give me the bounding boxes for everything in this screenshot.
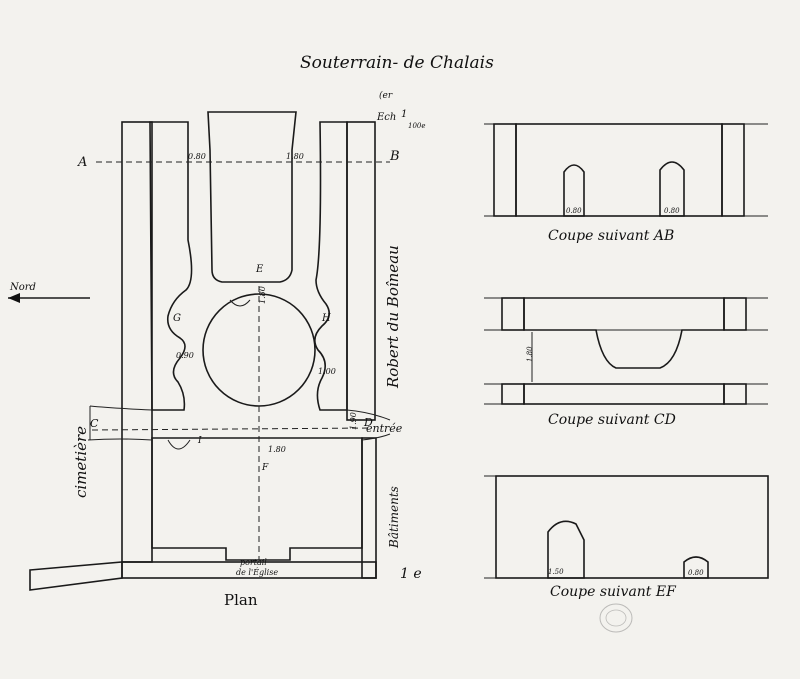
cd-rock-bottom (523, 383, 725, 405)
ef-niche-small (683, 556, 709, 579)
section-ef: 1.50 0.80 Coupe suivant EF (484, 475, 769, 600)
plan-wall-bottom-right (361, 437, 377, 579)
cd-wall-bottom-right (723, 383, 747, 405)
plan-wall-left (121, 121, 153, 563)
pillar-notch (229, 299, 251, 307)
dim-pillar: 1.80 (258, 286, 267, 304)
plan-wall-right (346, 121, 376, 421)
buildings-label: Bâtiments (387, 486, 401, 549)
room-letter-g: G (173, 313, 181, 324)
ef-rock (495, 475, 769, 579)
scale-superscript: (er (379, 90, 393, 101)
room-letter-i: I (197, 436, 202, 446)
ab-niche-right (659, 161, 685, 217)
dim-ef-center: 1.80 (268, 445, 286, 454)
ab-dim-left: 0.80 (566, 207, 582, 215)
ab-niche-left (563, 164, 585, 217)
portal-label-1: portail (240, 558, 267, 567)
ef-caption: Coupe suivant EF (550, 584, 677, 600)
plan-lower-mass (151, 437, 363, 561)
ab-dim-right: 0.80 (664, 207, 680, 215)
cd-caption: Coupe suivant CD (548, 412, 676, 428)
dim-entry: 1.90 (349, 412, 358, 430)
ef-niche-tall (547, 520, 585, 579)
ab-caption: Coupe suivant AB (548, 228, 674, 244)
section-letter-c: C (90, 417, 99, 430)
plan-corridor-top (89, 405, 391, 421)
ef-dim-left: 1.50 (548, 568, 564, 576)
section-letter-d: D (363, 416, 373, 429)
library-stamp (599, 603, 633, 633)
ab-wall-left (493, 123, 517, 217)
plan-rock-left (149, 121, 193, 411)
section-ab: 0.80 0.80 Coupe suivant AB (484, 123, 768, 244)
plan-corridor-bottom (87, 433, 391, 441)
section-line-cd (91, 427, 373, 431)
cd-rock-top (523, 297, 725, 369)
cd-wall-bottom-left (501, 383, 525, 405)
section-letter-a: A (77, 155, 87, 170)
plan-rock-center (207, 111, 297, 283)
cd-wall-top-left (501, 297, 525, 331)
north-arrow-head (8, 293, 20, 303)
portal-label-2: de l'Église (236, 568, 278, 577)
cemetery-label: cimetière (72, 426, 90, 498)
scale-denominator: 100e (408, 122, 426, 130)
dim-ab-left: 0.80 (188, 152, 206, 161)
plan-street-ramp (29, 561, 123, 591)
ab-wall-right (721, 123, 745, 217)
scale-value: 1 (401, 109, 407, 120)
plan-passage-bump-i (167, 439, 191, 450)
ab-rock (515, 123, 723, 217)
section-cd: 1.80 Coupe suivant CD (484, 297, 768, 428)
cd-dim: 1.80 (526, 346, 534, 362)
margin-scribble: 1 e (400, 566, 422, 582)
scale-prefix: Ech (376, 112, 396, 123)
plan-rock-right (314, 121, 348, 411)
dim-ab-right: 1.80 (286, 152, 304, 161)
drawing-title: Souterrain- de Chalais (300, 53, 494, 73)
street-label: Robert du Boîneau (384, 245, 402, 389)
cd-wall-top-right (723, 297, 747, 331)
section-letter-b: B (389, 149, 400, 164)
north-label: Nord (9, 282, 36, 293)
plan-caption: Plan (224, 591, 258, 609)
room-letter-h: H (321, 313, 331, 324)
plan-view: Nord A B C D E F G H I 0.80 1.80 0.90 1.… (8, 111, 403, 609)
section-letter-f: F (261, 463, 269, 473)
section-letter-e: E (255, 264, 264, 275)
dim-h-depth: 1.00 (318, 367, 336, 376)
dim-g-depth: 0.90 (176, 351, 194, 360)
ef-dim-right: 0.80 (688, 569, 704, 577)
entrance-label: entrée (366, 422, 403, 435)
